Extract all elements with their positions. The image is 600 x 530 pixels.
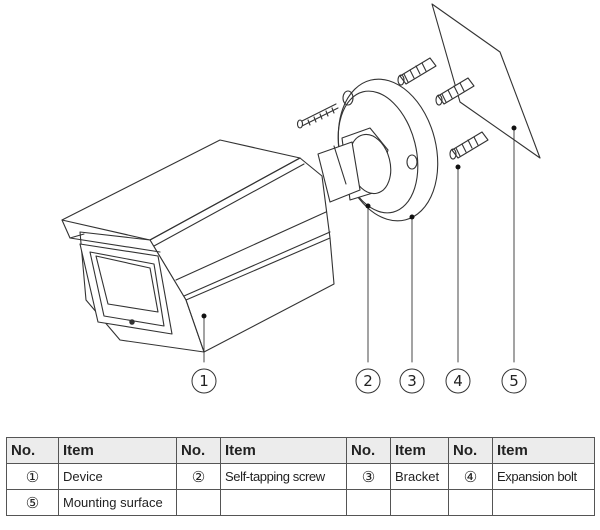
parts-table: No. Item No. Item No. Item No. Item ① De… bbox=[6, 437, 595, 516]
header-item-2: Item bbox=[220, 437, 347, 464]
self-tapping-screw-top bbox=[296, 103, 339, 129]
device bbox=[61, 139, 335, 353]
callout-4: 4 bbox=[445, 368, 471, 394]
installation-diagram: 1 2 3 4 5 bbox=[61, 3, 541, 394]
header-item-4: Item bbox=[492, 437, 595, 464]
table-row: ⑤ Mounting surface bbox=[6, 489, 595, 516]
cell-item bbox=[492, 489, 595, 516]
cell-no bbox=[448, 489, 493, 516]
callout-5-label: 5 bbox=[509, 372, 519, 390]
callout-2: 2 bbox=[355, 368, 381, 394]
header-no-1: No. bbox=[6, 437, 59, 464]
callout-3: 3 bbox=[399, 368, 425, 394]
header-item-1: Item bbox=[58, 437, 177, 464]
expansion-bolt-middle bbox=[435, 77, 475, 106]
cell-item: Mounting surface bbox=[58, 489, 177, 516]
mounting-surface bbox=[431, 3, 541, 159]
header-no-2: No. bbox=[176, 437, 221, 464]
table-header-row: No. Item No. Item No. Item No. Item bbox=[6, 437, 595, 464]
cell-no: ③ bbox=[346, 463, 391, 490]
leader-dots bbox=[201, 125, 517, 319]
header-item-3: Item bbox=[390, 437, 449, 464]
expansion-bolt-bottom bbox=[449, 131, 489, 160]
cell-item: Device bbox=[58, 463, 177, 490]
cell-no bbox=[176, 489, 221, 516]
leader-lines bbox=[203, 128, 515, 363]
cell-item bbox=[220, 489, 347, 516]
cell-no: ⑤ bbox=[6, 489, 59, 516]
cell-item: Expansion bolt bbox=[492, 463, 595, 490]
callout-4-label: 4 bbox=[453, 372, 463, 390]
callout-1-label: 1 bbox=[199, 372, 209, 390]
cell-no bbox=[346, 489, 391, 516]
cell-item bbox=[390, 489, 449, 516]
expansion-bolt-top bbox=[397, 57, 437, 86]
cell-no: ① bbox=[6, 463, 59, 490]
bracket bbox=[317, 78, 439, 222]
header-no-3: No. bbox=[346, 437, 391, 464]
header-no-4: No. bbox=[448, 437, 493, 464]
callout-1: 1 bbox=[191, 368, 217, 394]
callout-5: 5 bbox=[501, 368, 527, 394]
callout-3-label: 3 bbox=[407, 372, 417, 390]
cell-item: Self-tapping screw bbox=[220, 463, 347, 490]
table-row: ① Device ② Self-tapping screw ③ Bracket … bbox=[6, 463, 595, 490]
cell-no: ② bbox=[176, 463, 221, 490]
cell-no: ④ bbox=[448, 463, 493, 490]
cell-item: Bracket bbox=[390, 463, 449, 490]
callout-2-label: 2 bbox=[363, 372, 373, 390]
